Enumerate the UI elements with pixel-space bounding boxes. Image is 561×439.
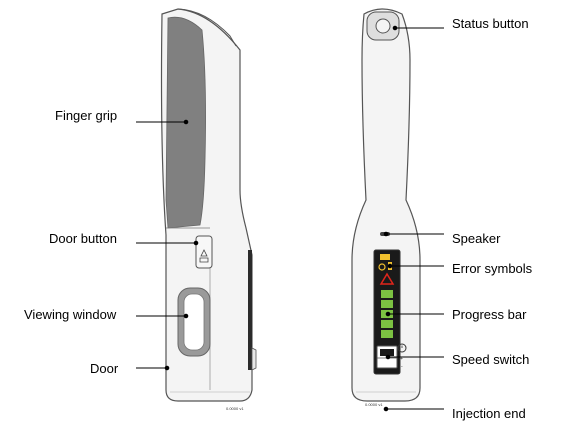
leader-speed-switch-dot xyxy=(385,354,391,360)
leader-error-symbols-dot xyxy=(387,263,393,269)
side-rail xyxy=(248,250,252,370)
status-button-label: Status button xyxy=(452,16,529,31)
door-button-unlock-icon xyxy=(199,249,209,263)
stopwatch-icon xyxy=(397,343,407,353)
leader-finger-grip-dot xyxy=(183,119,189,125)
finger-grip-label: Finger grip xyxy=(55,108,118,123)
progress-segment-1 xyxy=(381,290,393,298)
leader-progress-bar-dot xyxy=(385,311,391,317)
leader-door-dot xyxy=(164,365,170,371)
right-part-code: 0.0000 v1 xyxy=(365,402,383,407)
progress-bar-label: Progress bar xyxy=(452,307,527,322)
progress-segment-4 xyxy=(381,320,393,328)
right-device-body xyxy=(351,8,421,402)
leader-door-button-dot xyxy=(193,240,199,246)
leader-lines xyxy=(136,25,444,412)
speed-switch-label: Speed switch xyxy=(452,352,530,367)
left-part-code: 0.0000 v1 xyxy=(226,406,244,411)
speaker-label: Speaker xyxy=(452,231,501,246)
leader-speaker-dot xyxy=(383,231,389,237)
side-switch-nub xyxy=(251,347,257,371)
door-button xyxy=(195,235,213,269)
injection-end-label: Injection end xyxy=(452,406,526,421)
leader-injection-end-dot xyxy=(383,406,389,412)
error-symbols-label: Error symbols xyxy=(452,261,533,276)
error-symbol-sun xyxy=(378,263,386,271)
door-label: Door xyxy=(90,361,119,376)
viewing-window-label: Viewing window xyxy=(24,307,117,322)
leader-status-button-dot xyxy=(392,25,398,31)
progress-segment-5 xyxy=(381,330,393,338)
left-device-top-cap xyxy=(177,8,237,47)
right-device: + - 0.0000 v1 xyxy=(351,8,421,407)
speed-slow-mark: - xyxy=(401,364,403,370)
status-button-center xyxy=(375,18,391,34)
progress-segment-2 xyxy=(381,300,393,308)
error-symbol-warning xyxy=(379,272,395,285)
leader-viewing-window-dot xyxy=(183,313,189,319)
speed-fast-mark: + xyxy=(400,356,403,362)
left-device: 0.0000 v1 xyxy=(160,8,257,411)
speed-switch-slider xyxy=(380,349,394,356)
door-button-label: Door button xyxy=(49,231,117,246)
viewing-window-glass xyxy=(183,293,205,351)
error-symbol-battery xyxy=(380,254,390,260)
